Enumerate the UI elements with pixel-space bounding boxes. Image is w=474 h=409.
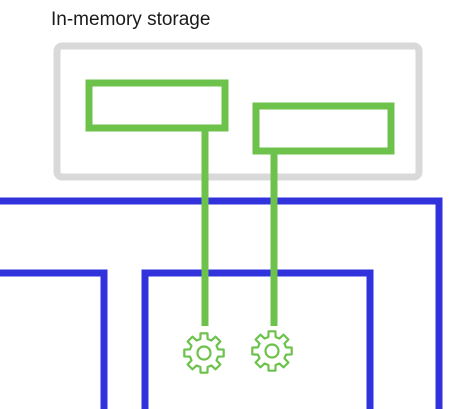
record-right — [252, 102, 395, 155]
inner-process-outline-left — [0, 269, 108, 409]
in-memory-storage-box — [53, 42, 423, 181]
gear-icon — [251, 330, 293, 372]
gear-hub — [264, 343, 280, 359]
storage-title: In-memory storage — [51, 9, 211, 30]
gear-hub — [196, 345, 212, 361]
outer-process-outline — [0, 197, 443, 409]
gear-outline — [183, 332, 225, 374]
inner-process-outline-right — [141, 269, 374, 409]
record-left — [85, 79, 229, 132]
gear-outline — [251, 330, 293, 372]
gear-icon — [183, 332, 225, 374]
